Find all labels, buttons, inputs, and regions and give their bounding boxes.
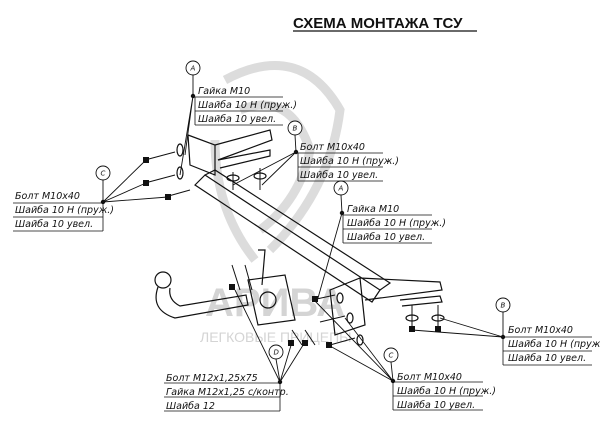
svg-text:Болт М12х1,25х75: Болт М12х1,25х75: [166, 373, 258, 384]
svg-text:Шайба 10 увел.: Шайба 10 увел.: [397, 400, 475, 411]
svg-text:C: C: [101, 170, 106, 178]
svg-text:Шайба 10 увел.: Шайба 10 увел.: [198, 114, 276, 125]
svg-text:A: A: [338, 185, 344, 193]
svg-text:Шайба 10 Н (пруж.): Шайба 10 Н (пруж.): [508, 339, 600, 350]
svg-text:Шайба 10 увел.: Шайба 10 увел.: [508, 353, 586, 364]
svg-text:A: A: [190, 65, 196, 73]
towbar-drawing: [143, 129, 445, 348]
svg-text:Шайба 10 увел.: Шайба 10 увел.: [15, 219, 93, 230]
svg-text:Шайба 10 увел.: Шайба 10 увел.: [347, 232, 425, 243]
svg-text:Гайка М10: Гайка М10: [347, 204, 399, 215]
svg-text:Болт М10х40: Болт М10х40: [397, 372, 462, 383]
svg-text:Шайба 10 Н (пруж.): Шайба 10 Н (пруж.): [198, 100, 297, 111]
callout-c-bottom: C Болт М10х40 Шайба 10 Н (пруж.) Шайба 1…: [383, 347, 496, 411]
callout-b-top: B Болт М10х40 Шайба 10 Н (пруж.) Шайба 1…: [287, 120, 399, 182]
page-title: СХЕМА МОНТАЖА ТСУ: [293, 15, 463, 32]
svg-text:Шайба 10 Н (пруж.): Шайба 10 Н (пруж.): [300, 156, 399, 167]
svg-text:Болт М10х40: Болт М10х40: [15, 191, 80, 202]
svg-text:Шайба 10 Н (пруж.): Шайба 10 Н (пруж.): [15, 205, 114, 216]
callout-a-middle: A Гайка М10 Шайба 10 Н (пруж.) Шайба 10 …: [333, 180, 446, 244]
svg-text:Шайба 10 увел.: Шайба 10 увел.: [300, 170, 378, 181]
svg-text:Болт М10х40: Болт М10х40: [508, 325, 573, 336]
svg-text:Шайба 10 Н (пруж.): Шайба 10 Н (пруж.): [397, 386, 496, 397]
svg-text:B: B: [501, 302, 506, 310]
svg-text:B: B: [293, 125, 298, 133]
callout-d-bottom: D Болт М12х1,25х75 Гайка М12х1,25 с/конт…: [164, 344, 289, 412]
svg-text:C: C: [389, 352, 394, 360]
svg-text:Гайка М12х1,25 с/контр.: Гайка М12х1,25 с/контр.: [166, 387, 289, 398]
svg-text:Болт М10х40: Болт М10х40: [300, 142, 365, 153]
callout-a-top: A Гайка М10 Шайба 10 Н (пруж.) Шайба 10 …: [185, 60, 297, 126]
svg-text:Шайба 10 Н (пруж.): Шайба 10 Н (пруж.): [347, 218, 446, 229]
watermark-subtitle: ЛЕГКОВЫЕ ПРИЦЕПЫ: [200, 329, 352, 345]
callout-b-right: B Болт М10х40 Шайба 10 Н (пруж.) Шайба 1…: [495, 297, 600, 366]
svg-text:Гайка М10: Гайка М10: [198, 86, 250, 97]
callout-c-left: C Болт М10х40 Шайба 10 Н (пруж.) Шайба 1…: [13, 165, 114, 232]
svg-text:Шайба 12: Шайба 12: [166, 401, 215, 412]
svg-text:D: D: [274, 349, 280, 357]
